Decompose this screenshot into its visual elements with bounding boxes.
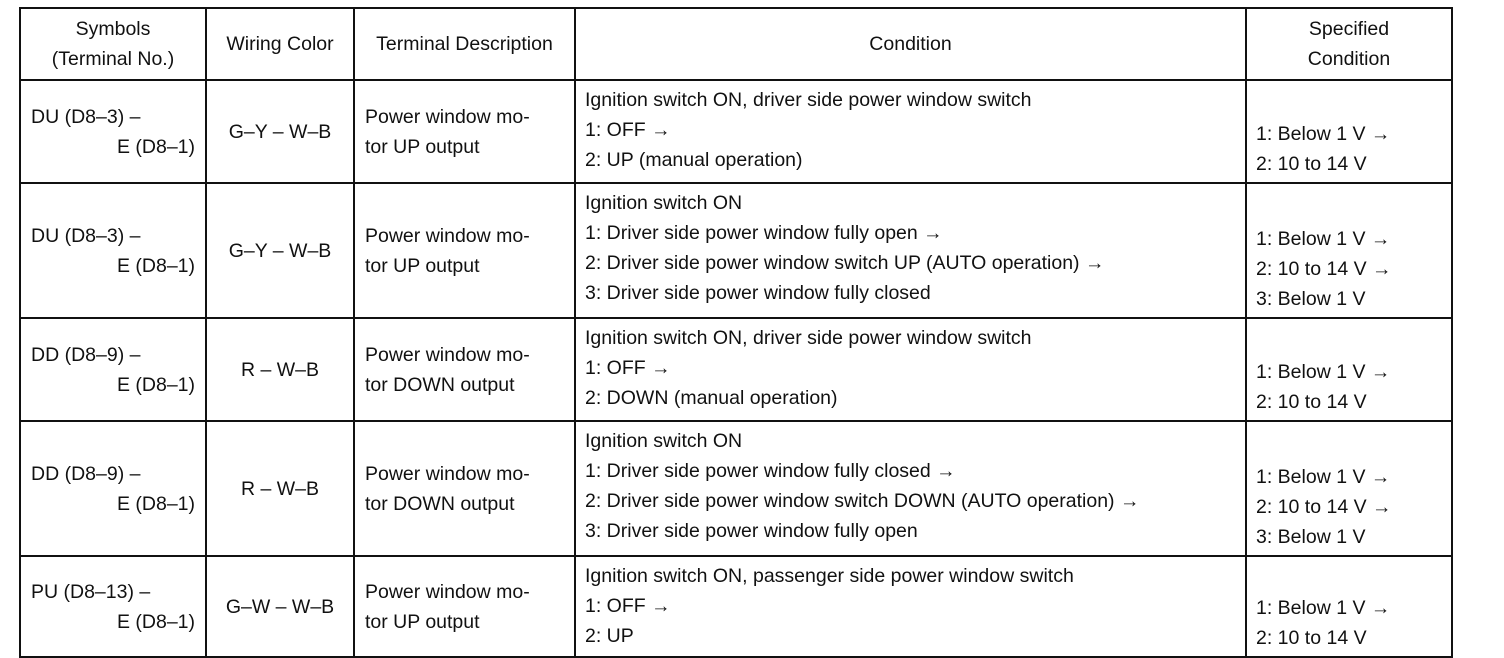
condition-cell: Ignition switch ON, passenger side power…	[574, 555, 1247, 658]
condition-line: 1: OFF →	[585, 119, 671, 141]
specified-line: 1: Below 1 V →	[1256, 228, 1391, 250]
condition-line: 2: Driver side power window switch UP (A…	[585, 252, 1105, 274]
specified-condition-cell: 1: Below 1 V → 2: 10 to 14 V	[1245, 79, 1453, 184]
header-specified-condition: Specified Condition	[1245, 7, 1453, 81]
specified-line: 2: 10 to 14 V	[1256, 153, 1367, 175]
wiring-color-cell: G–W – W–B	[205, 555, 355, 658]
specified-line: 2: 10 to 14 V →	[1256, 258, 1392, 280]
specified-line: 3: Below 1 V	[1256, 526, 1366, 548]
header-condition: Condition	[574, 7, 1247, 81]
symbol-line1: DU (D8–3) –	[31, 105, 141, 128]
symbol-cell: DD (D8–9) – E (D8–1)	[19, 420, 207, 557]
table-row: DU (D8–3) – E (D8–1) G–Y – W–B Power win…	[19, 182, 1453, 319]
condition-line: 1: OFF →	[585, 595, 671, 617]
header-symbols: Symbols (Terminal No.)	[19, 7, 207, 81]
header-terminal-description-label: Terminal Description	[376, 33, 553, 55]
description-line1: Power window mo-	[365, 343, 530, 366]
terminal-spec-table: Symbols (Terminal No.) Wiring Color Term…	[19, 7, 1453, 658]
wiring-color-cell: G–Y – W–B	[205, 182, 355, 319]
condition-line: 2: Driver side power window switch DOWN …	[585, 490, 1140, 512]
header-specified-line1: Specified	[1308, 18, 1390, 40]
condition-line: 2: UP	[585, 625, 634, 647]
description-line2: tor UP output	[365, 254, 480, 277]
condition-cell: Ignition switch ON, driver side power wi…	[574, 317, 1247, 422]
condition-line: 1: Driver side power window fully closed…	[585, 460, 956, 482]
condition-line: 1: Driver side power window fully open →	[585, 222, 943, 244]
specified-line: 2: 10 to 14 V	[1256, 391, 1367, 413]
description-line2: tor UP output	[365, 610, 480, 633]
condition-line: 3: Driver side power window fully open	[585, 520, 918, 542]
specified-condition-cell: 1: Below 1 V → 2: 10 to 14 V → 3: Below …	[1245, 420, 1453, 557]
symbol-line2: E (D8–1)	[116, 492, 195, 515]
specified-condition-cell: 1: Below 1 V → 2: 10 to 14 V → 3: Below …	[1245, 182, 1453, 319]
description-line1: Power window mo-	[365, 462, 530, 485]
condition-line: Ignition switch ON	[585, 430, 743, 452]
wiring-color-cell: G–Y – W–B	[205, 79, 355, 184]
specified-line: 2: 10 to 14 V →	[1256, 496, 1392, 518]
condition-line: 3: Driver side power window fully closed	[585, 282, 931, 304]
symbol-line2: E (D8–1)	[116, 135, 195, 158]
condition-line: Ignition switch ON	[585, 192, 743, 214]
header-wiring-color-label: Wiring Color	[226, 33, 334, 55]
symbol-line1: DU (D8–3) –	[31, 224, 141, 247]
header-terminal-description: Terminal Description	[353, 7, 576, 81]
description-line1: Power window mo-	[365, 580, 530, 603]
condition-line: Ignition switch ON, driver side power wi…	[585, 327, 1032, 349]
description-line2: tor DOWN output	[365, 373, 515, 396]
symbol-line1: DD (D8–9) –	[31, 462, 141, 485]
symbol-cell: DU (D8–3) – E (D8–1)	[19, 79, 207, 184]
condition-line: Ignition switch ON, passenger side power…	[585, 565, 1074, 587]
terminal-description-cell: Power window mo- tor UP output	[353, 555, 576, 658]
symbol-line2: E (D8–1)	[116, 373, 195, 396]
symbol-line2: E (D8–1)	[116, 610, 195, 633]
symbol-line1: PU (D8–13) –	[31, 580, 151, 603]
condition-cell: Ignition switch ON 1: Driver side power …	[574, 420, 1247, 557]
condition-line: 1: OFF →	[585, 357, 671, 379]
specified-line: 1: Below 1 V →	[1256, 466, 1391, 488]
terminal-description-cell: Power window mo- tor DOWN output	[353, 317, 576, 422]
table-row: DD (D8–9) – E (D8–1) R – W–B Power windo…	[19, 317, 1453, 422]
table-row: DU (D8–3) – E (D8–1) G–Y – W–B Power win…	[19, 79, 1453, 184]
header-symbols-line1: Symbols	[75, 18, 151, 40]
header-specified-line2: Condition	[1307, 48, 1391, 70]
wiring-color-cell: R – W–B	[205, 317, 355, 422]
condition-line: 2: UP (manual operation)	[585, 149, 803, 171]
description-line1: Power window mo-	[365, 224, 530, 247]
condition-cell: Ignition switch ON 1: Driver side power …	[574, 182, 1247, 319]
condition-cell: Ignition switch ON, driver side power wi…	[574, 79, 1247, 184]
description-line2: tor UP output	[365, 135, 480, 158]
description-line2: tor DOWN output	[365, 492, 515, 515]
condition-line: Ignition switch ON, driver side power wi…	[585, 89, 1032, 111]
terminal-description-cell: Power window mo- tor UP output	[353, 182, 576, 319]
terminal-description-cell: Power window mo- tor DOWN output	[353, 420, 576, 557]
symbol-cell: DU (D8–3) – E (D8–1)	[19, 182, 207, 319]
specified-condition-cell: 1: Below 1 V → 2: 10 to 14 V	[1245, 317, 1453, 422]
description-line1: Power window mo-	[365, 105, 530, 128]
specified-line: 2: 10 to 14 V	[1256, 627, 1367, 649]
header-condition-label: Condition	[869, 33, 952, 55]
specified-line: 3: Below 1 V	[1256, 288, 1366, 310]
table-row: DD (D8–9) – E (D8–1) R – W–B Power windo…	[19, 420, 1453, 557]
wiring-color-cell: R – W–B	[205, 420, 355, 557]
specified-line: 1: Below 1 V →	[1256, 597, 1391, 619]
specified-line: 1: Below 1 V →	[1256, 123, 1391, 145]
header-symbols-line2: (Terminal No.)	[51, 48, 175, 70]
header-wiring-color: Wiring Color	[205, 7, 355, 81]
condition-line: 2: DOWN (manual operation)	[585, 387, 838, 409]
terminal-description-cell: Power window mo- tor UP output	[353, 79, 576, 184]
table-header-row: Symbols (Terminal No.) Wiring Color Term…	[19, 7, 1453, 81]
symbol-cell: DD (D8–9) – E (D8–1)	[19, 317, 207, 422]
symbol-cell: PU (D8–13) – E (D8–1)	[19, 555, 207, 658]
specified-condition-cell: 1: Below 1 V → 2: 10 to 14 V	[1245, 555, 1453, 658]
table-row: PU (D8–13) – E (D8–1) G–W – W–B Power wi…	[19, 555, 1453, 658]
specified-line: 1: Below 1 V →	[1256, 361, 1391, 383]
symbol-line2: E (D8–1)	[116, 254, 195, 277]
symbol-line1: DD (D8–9) –	[31, 343, 141, 366]
